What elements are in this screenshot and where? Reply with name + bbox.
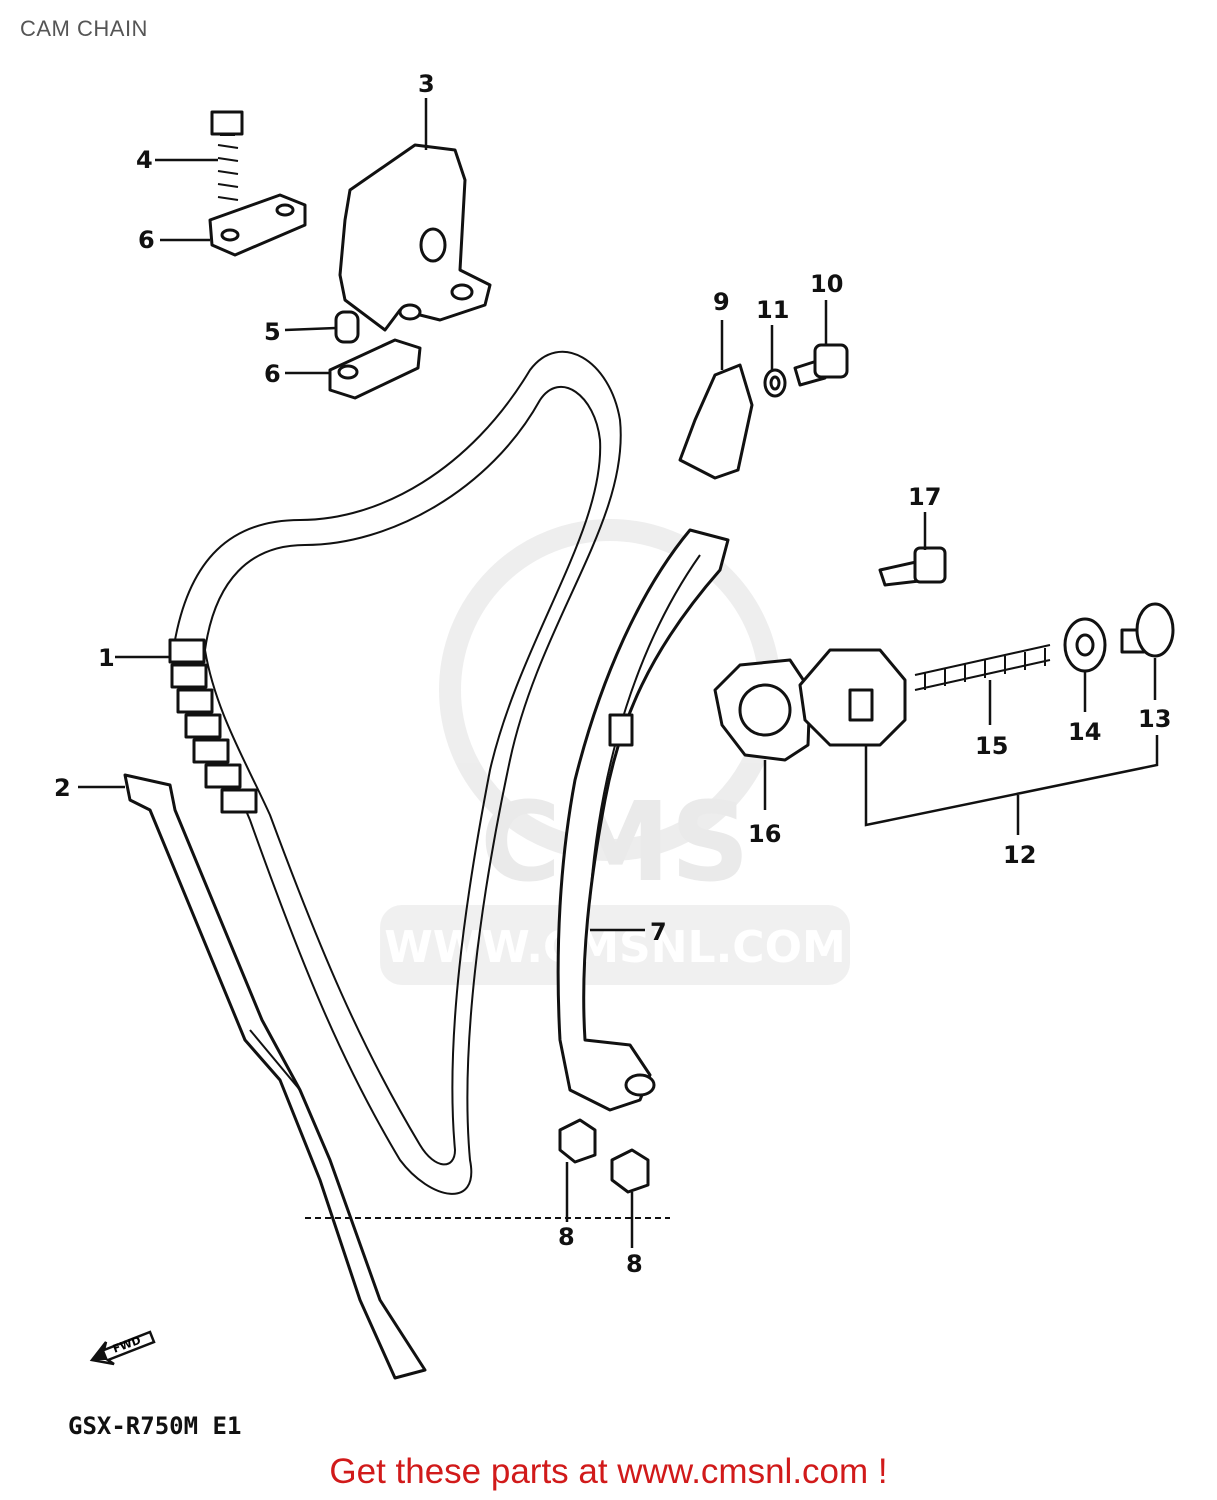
page-title: CAM CHAIN: [20, 16, 148, 41]
promo-link[interactable]: Get these parts at www.cmsnl.com !: [329, 1452, 888, 1491]
fwd-arrow-icon: FWD: [89, 1330, 156, 1366]
part-label-10[interactable]: 10: [810, 270, 843, 298]
chain-guide-9: [678, 363, 754, 480]
tensioner-body-12: [798, 648, 907, 747]
part-label-6-lower[interactable]: 6: [264, 360, 281, 388]
part-label-8a[interactable]: 8: [558, 1223, 575, 1251]
model-code: GSX-R750M E1: [68, 1412, 242, 1440]
cam-chain-guide-top: [338, 143, 492, 332]
chain-tensioner-blade: [556, 528, 730, 1112]
bolt-10: [793, 343, 849, 387]
washer-11: [763, 368, 787, 398]
part-label-16[interactable]: 16: [748, 820, 781, 848]
tensioner-gasket-16: [713, 658, 812, 762]
part-label-4[interactable]: 4: [136, 146, 153, 174]
part-labels: 1 2 3 4 5 6 6 7 8 8 9 10 11 12 13 14 15 …: [54, 70, 1171, 1278]
part-label-9[interactable]: 9: [713, 288, 730, 316]
washer-14: [1063, 617, 1107, 673]
part-label-15[interactable]: 15: [975, 732, 1008, 760]
plate-6-upper: [208, 193, 307, 257]
cam-chain: [168, 350, 622, 1195]
part-label-8b[interactable]: 8: [626, 1250, 643, 1278]
part-label-14[interactable]: 14: [1068, 718, 1101, 746]
bolt-4: [210, 110, 244, 201]
slider-8b: [610, 1148, 650, 1194]
part-label-13[interactable]: 13: [1138, 705, 1171, 733]
slider-8a: [558, 1118, 597, 1164]
watermark-logo-text: CMS: [480, 778, 749, 906]
callout-lines: [78, 98, 1159, 1248]
part-label-1[interactable]: 1: [98, 644, 115, 672]
part-label-7[interactable]: 7: [650, 918, 667, 946]
part-label-5[interactable]: 5: [264, 318, 281, 346]
spring-15: [914, 644, 1051, 691]
part-label-12[interactable]: 12: [1003, 841, 1036, 869]
chain-links: [168, 638, 258, 814]
part-label-11[interactable]: 11: [756, 296, 789, 324]
part-label-2[interactable]: 2: [54, 774, 71, 802]
part-label-6-upper[interactable]: 6: [138, 226, 155, 254]
plate-6-lower: [328, 338, 422, 400]
bolt-17: [878, 546, 947, 587]
chain-guide-rear: [123, 773, 427, 1380]
cap-bolt-13: [1120, 602, 1175, 658]
part-label-17[interactable]: 17: [908, 483, 941, 511]
spacer-5: [334, 310, 360, 344]
part-label-3[interactable]: 3: [418, 70, 435, 98]
